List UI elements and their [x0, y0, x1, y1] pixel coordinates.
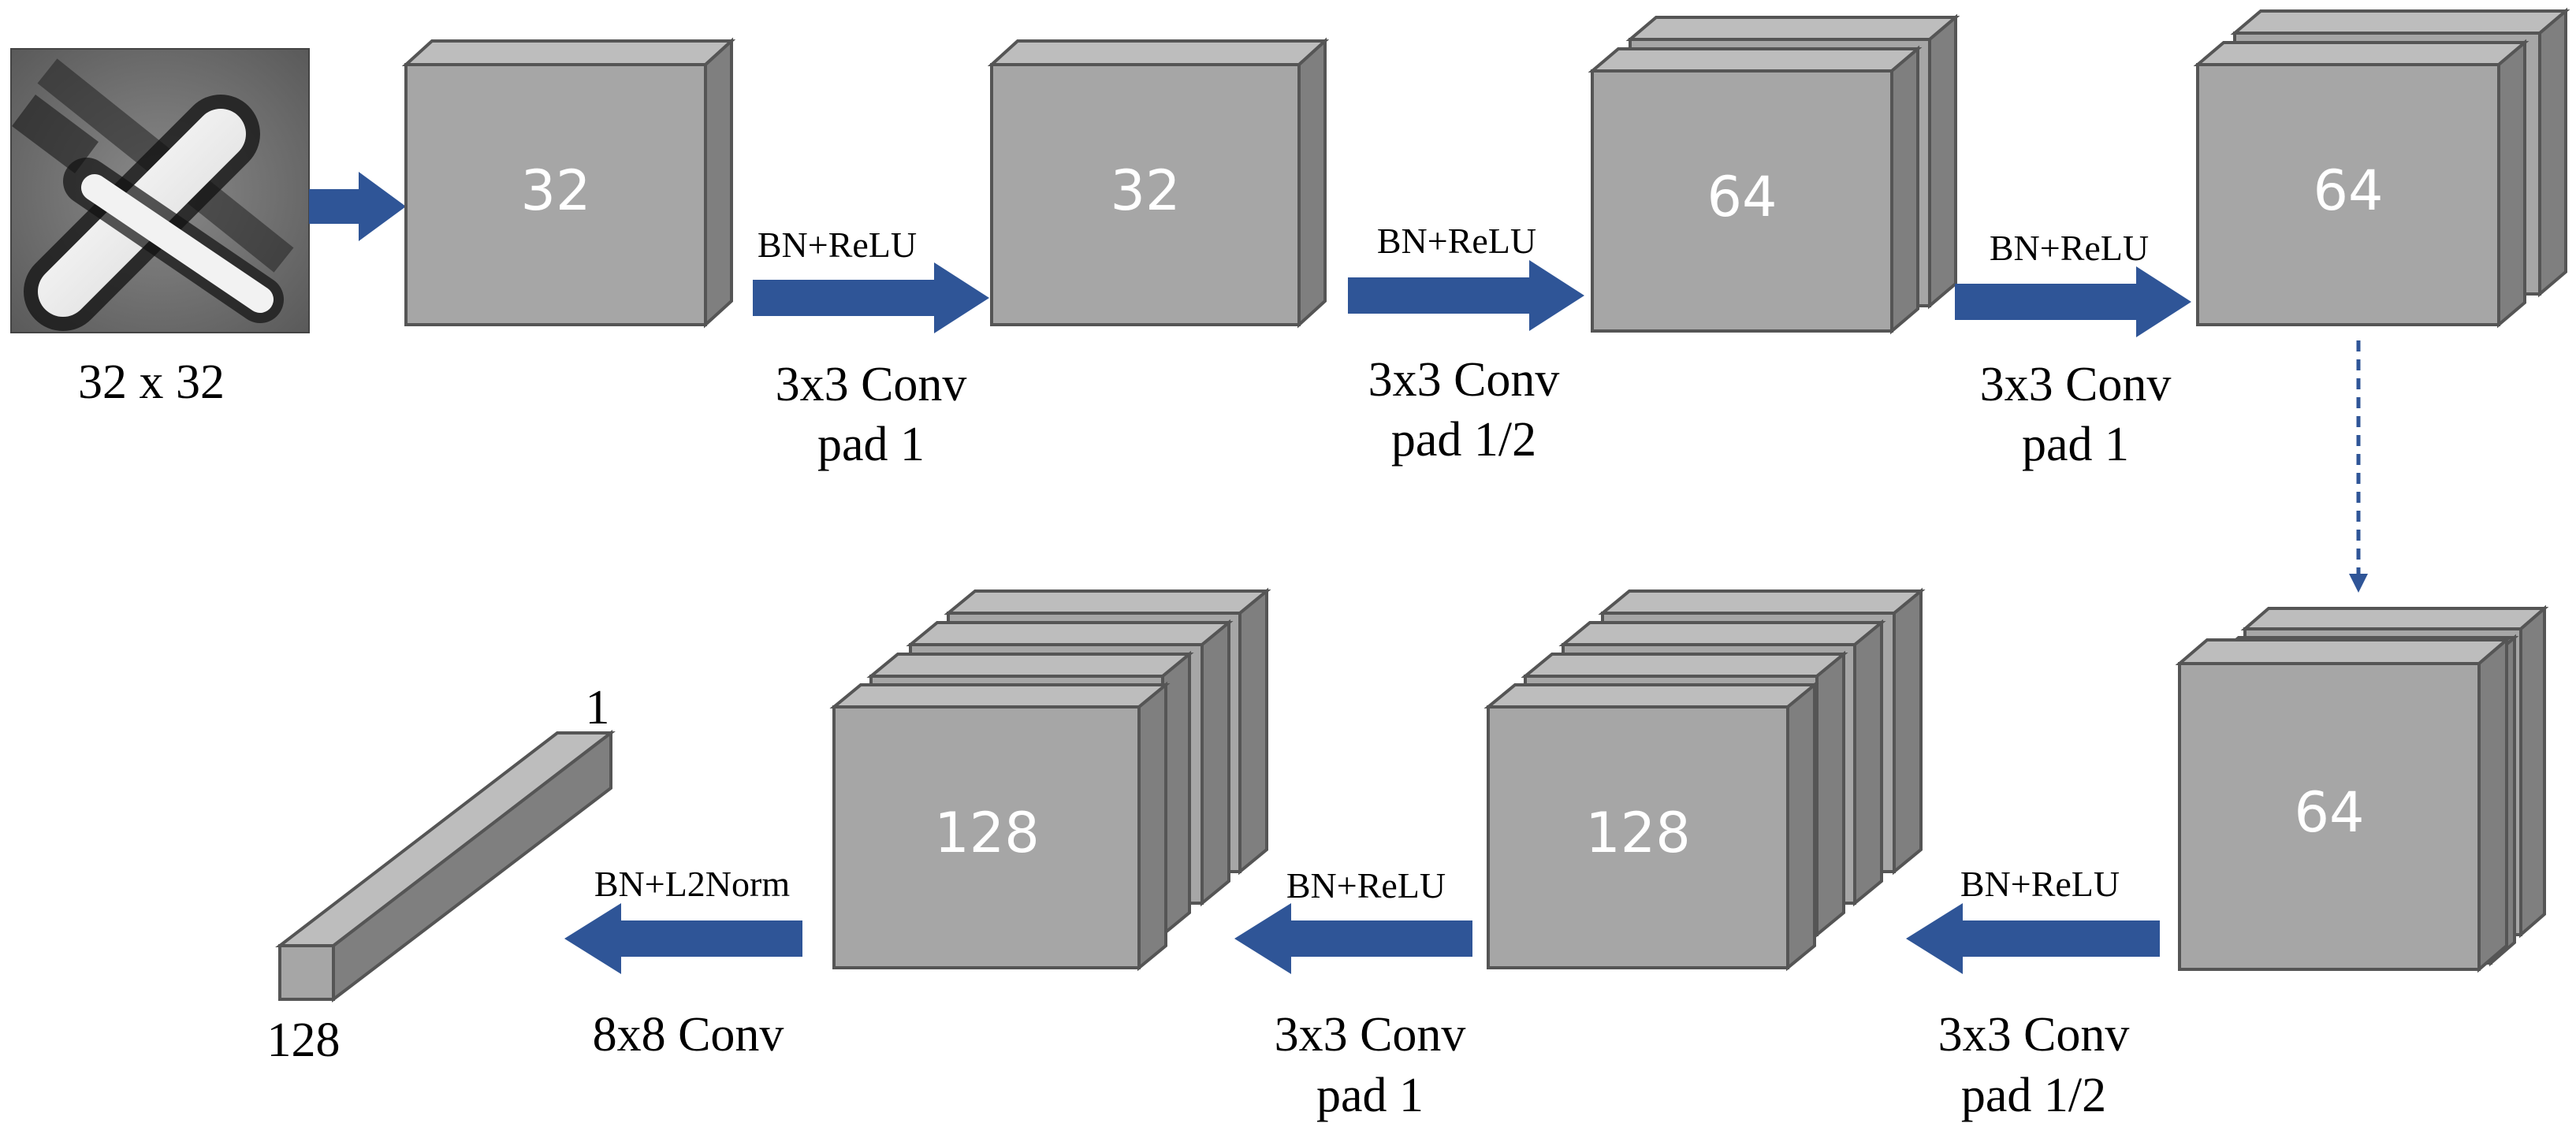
layer-5-pad: pad 1 [1316, 1069, 1424, 1122]
input-image [10, 48, 310, 333]
input-size-label: 32 x 32 [78, 355, 225, 409]
block-6-channels: 128 [1585, 801, 1691, 865]
feature-block-7: 128 [829, 587, 1271, 972]
block-2-channels: 32 [1110, 158, 1180, 223]
block-5-channels: 64 [2294, 780, 2364, 845]
feature-block-4: 64 [2193, 7, 2570, 329]
layer-2-conv: 3x3 Conv [1368, 353, 1560, 407]
block-7-channels: 128 [934, 801, 1040, 865]
input-arrow [309, 172, 406, 241]
output-length-label: 128 [267, 1013, 341, 1067]
feature-block-2: 32 [987, 37, 1330, 329]
layer-5-conv: 3x3 Conv [1275, 1008, 1466, 1062]
feature-block-6: 128 [1483, 587, 1926, 972]
layer-2-arrow [1348, 260, 1584, 331]
layer-1-pad: pad 1 [817, 418, 925, 471]
feature-block-1: 32 [401, 37, 736, 329]
layer-1-activation: BN+ReLU [758, 225, 917, 265]
layer-1-conv: 3x3 Conv [776, 358, 967, 411]
layer-5-activation: BN+ReLU [1286, 865, 1446, 906]
layer-4-activation: BN+ReLU [1960, 864, 2120, 904]
layer-1-arrow [753, 262, 989, 333]
layer-6-arrow [564, 903, 802, 974]
block-4-channels: 64 [2313, 158, 2383, 223]
dashed-connector-head [2349, 574, 2368, 593]
feature-block-3: 64 [1588, 13, 1960, 335]
output-depth-label: 1 [586, 681, 610, 734]
layer-4-conv: 3x3 Conv [1938, 1008, 2130, 1062]
layer-6-conv: 8x8 Conv [593, 1008, 784, 1062]
layer-4-pad: pad 1/2 [1961, 1069, 2106, 1122]
layer-6-activation: BN+L2Norm [594, 864, 790, 904]
layer-3-conv: 3x3 Conv [1980, 358, 2172, 411]
layer-2-pad: pad 1/2 [1391, 413, 1536, 467]
layer-2-activation: BN+ReLU [1377, 221, 1536, 261]
layer-5-arrow [1234, 903, 1472, 974]
block-3-channels: 64 [1707, 165, 1777, 229]
feature-block-5: 64 [2175, 604, 2549, 973]
layer-3-activation: BN+ReLU [1990, 228, 2149, 268]
block-1-channels: 32 [520, 158, 590, 223]
layer-3-arrow [1955, 266, 2191, 337]
output-vector [275, 729, 616, 1003]
layer-3-pad: pad 1 [2022, 418, 2129, 471]
layer-4-arrow [1906, 903, 2160, 974]
